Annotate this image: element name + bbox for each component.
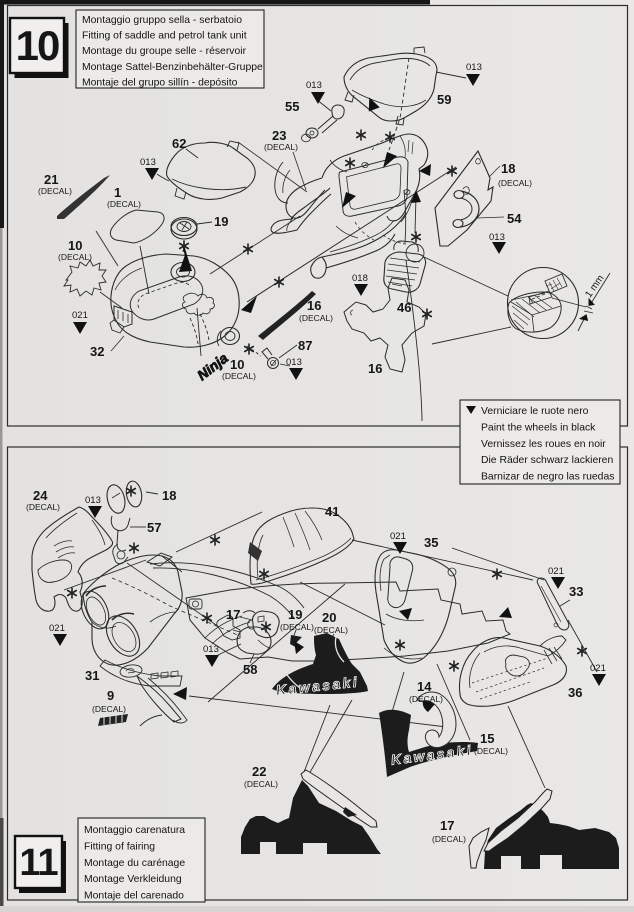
svg-text:22: 22 <box>252 764 266 779</box>
svg-text:021: 021 <box>390 531 406 542</box>
svg-text:21: 21 <box>44 172 58 187</box>
svg-text:(DECAL): (DECAL) <box>58 252 92 262</box>
svg-text:33: 33 <box>569 584 583 599</box>
svg-text:41: 41 <box>325 504 339 519</box>
svg-text:16: 16 <box>307 298 321 313</box>
svg-text:Montage du carénage: Montage du carénage <box>84 858 185 869</box>
svg-text:Die Räder schwarz lackieren: Die Räder schwarz lackieren <box>481 455 613 466</box>
svg-text:(DECAL): (DECAL) <box>280 622 314 632</box>
svg-text:15: 15 <box>480 731 494 746</box>
svg-text:(DECAL): (DECAL) <box>244 779 278 789</box>
svg-text:Montage Sattel-Benzinbehälter-: Montage Sattel-Benzinbehälter-Gruppe <box>82 62 263 73</box>
svg-text:(DECAL): (DECAL) <box>409 694 443 704</box>
svg-text:021: 021 <box>49 623 65 634</box>
svg-text:Montaggio gruppo sella - serba: Montaggio gruppo sella - serbatoio <box>82 15 242 26</box>
svg-text:021: 021 <box>72 310 88 321</box>
svg-text:(DECAL): (DECAL) <box>314 625 348 635</box>
svg-text:Montaje del carenado: Montaje del carenado <box>84 891 184 902</box>
svg-text:18: 18 <box>501 161 515 176</box>
svg-text:(DECAL): (DECAL) <box>498 178 532 188</box>
svg-text:1: 1 <box>114 185 121 200</box>
svg-text:10: 10 <box>68 238 82 253</box>
svg-text:(DECAL): (DECAL) <box>107 199 141 209</box>
svg-text:021: 021 <box>590 663 606 674</box>
svg-text:Verniciare le ruote nero: Verniciare le ruote nero <box>481 406 589 417</box>
svg-text:013: 013 <box>286 357 302 368</box>
svg-text:14: 14 <box>417 679 432 694</box>
svg-text:Montaje del grupo sillín - dep: Montaje del grupo sillín - depósito <box>82 77 238 88</box>
svg-text:(DECAL): (DECAL) <box>26 502 60 512</box>
svg-text:17: 17 <box>226 607 240 622</box>
svg-text:11: 11 <box>19 842 58 884</box>
svg-text:Barnizar de negro las ruedas: Barnizar de negro las ruedas <box>481 472 614 483</box>
svg-text:(DECAL): (DECAL) <box>264 142 298 152</box>
svg-text:57: 57 <box>147 520 161 535</box>
svg-text:013: 013 <box>140 157 156 168</box>
svg-text:(DECAL): (DECAL) <box>222 371 256 381</box>
svg-text:23: 23 <box>272 128 286 143</box>
svg-text:31: 31 <box>85 668 99 683</box>
svg-text:Montage du groupe selle - rése: Montage du groupe selle - réservoir <box>82 46 247 57</box>
svg-text:36: 36 <box>568 685 582 700</box>
svg-text:87: 87 <box>298 338 312 353</box>
svg-text:013: 013 <box>85 495 101 506</box>
svg-text:54: 54 <box>507 211 522 226</box>
svg-text:19: 19 <box>288 607 302 622</box>
svg-text:Fitting of saddle and petrol t: Fitting of saddle and petrol tank unit <box>82 31 247 42</box>
svg-text:19: 19 <box>214 214 228 229</box>
svg-text:62: 62 <box>172 136 186 151</box>
svg-text:10: 10 <box>230 357 244 372</box>
svg-text:16: 16 <box>368 361 382 376</box>
svg-text:013: 013 <box>466 62 482 73</box>
svg-text:17: 17 <box>440 818 454 833</box>
svg-text:20: 20 <box>322 610 336 625</box>
svg-text:Montaggio carenatura: Montaggio carenatura <box>84 825 185 836</box>
svg-text:10: 10 <box>16 22 59 69</box>
svg-text:018: 018 <box>352 273 368 284</box>
svg-text:Fitting of fairing: Fitting of fairing <box>84 841 155 852</box>
svg-text:021: 021 <box>548 566 564 577</box>
svg-text:55: 55 <box>285 99 299 114</box>
svg-text:18: 18 <box>162 488 176 503</box>
svg-text:9: 9 <box>107 688 114 703</box>
svg-text:46: 46 <box>397 300 411 315</box>
svg-text:(DECAL): (DECAL) <box>474 746 508 756</box>
svg-text:(DECAL): (DECAL) <box>432 834 466 844</box>
svg-text:013: 013 <box>306 80 322 91</box>
svg-text:(DECAL): (DECAL) <box>92 704 126 714</box>
svg-text:(DECAL): (DECAL) <box>38 186 72 196</box>
svg-text:24: 24 <box>33 488 48 503</box>
svg-text:Paint the wheels in black: Paint the wheels in black <box>481 422 596 433</box>
svg-text:32: 32 <box>90 344 104 359</box>
svg-text:(DECAL): (DECAL) <box>299 313 333 323</box>
svg-text:013: 013 <box>489 232 505 243</box>
svg-text:59: 59 <box>437 92 451 107</box>
svg-text:58: 58 <box>243 662 257 677</box>
svg-text:35: 35 <box>424 535 438 550</box>
svg-text:Montage Verkleidung: Montage Verkleidung <box>84 874 182 885</box>
svg-text:Vernissez les roues en noir: Vernissez les roues en noir <box>481 439 606 450</box>
svg-text:013: 013 <box>203 644 219 655</box>
